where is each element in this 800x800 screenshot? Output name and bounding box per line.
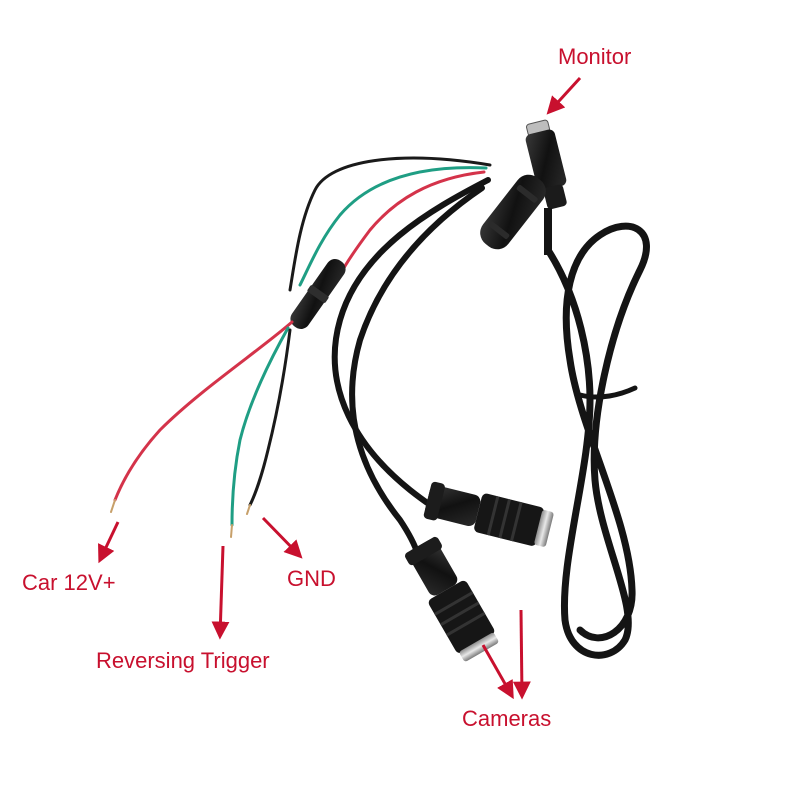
splitter-body bbox=[480, 174, 546, 250]
monitor-connector bbox=[525, 119, 567, 210]
label-reversing-trigger: Reversing Trigger bbox=[96, 648, 270, 673]
fuse-holder bbox=[290, 259, 346, 329]
monitor-cable-coil bbox=[544, 222, 650, 659]
label-gnd: GND bbox=[287, 566, 336, 591]
camera-cables bbox=[331, 177, 491, 558]
label-monitor: Monitor bbox=[558, 44, 632, 69]
camera-connector-1 bbox=[423, 481, 554, 547]
signal-wires bbox=[288, 156, 492, 292]
label-car-12v: Car 12V+ bbox=[22, 570, 116, 595]
camera-connector-2 bbox=[405, 536, 499, 662]
bare-wire-ends bbox=[113, 320, 294, 527]
copper-tips bbox=[110, 499, 251, 538]
annotation-arrows bbox=[98, 76, 582, 700]
label-cameras: Cameras bbox=[462, 706, 552, 731]
